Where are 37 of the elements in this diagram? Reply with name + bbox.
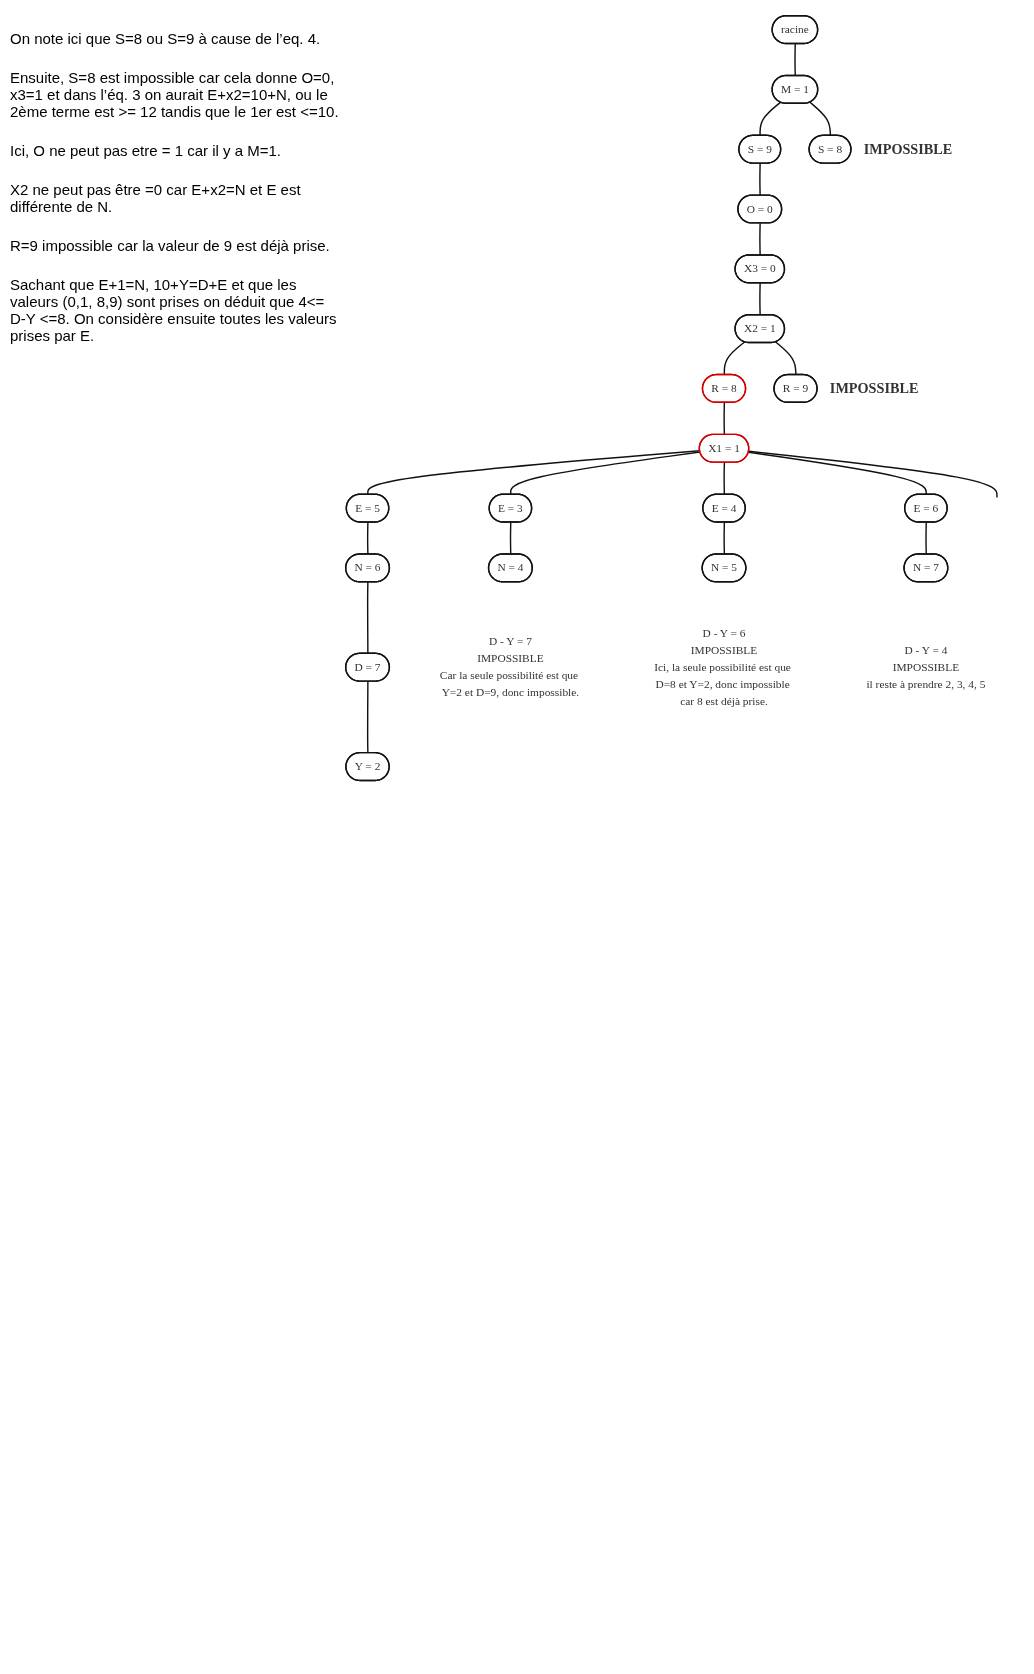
connector: [510, 451, 701, 496]
node-label: IMPOSSIBLE: [477, 652, 544, 665]
node-label: il reste à prendre 2, 3, 4, 5: [866, 677, 986, 690]
node-label: D - Y = 4: [904, 643, 948, 656]
connector: [809, 101, 832, 137]
connector: [509, 521, 512, 556]
note-text: Ensuite, S=8 est impossible car cela donne O=0, x3=1 et dans l’éq. 3 on aurait E+x2=10+N, ou le 2ème terme est >= 12 tandis que le 1er est <=10.: [10, 69, 340, 120]
impossible-label: IMPOSSIBLE: [863, 141, 953, 158]
impossible-label: IMPOSSIBLE: [829, 380, 919, 397]
node-label: Car la seule possibilité est que Y=2 et D=9, donc impossible.: [439, 669, 580, 699]
connector: [367, 449, 701, 496]
connector: [775, 341, 797, 376]
connector: [748, 450, 998, 499]
note-text: R=9 impossible car la valeur de 9 est déjà prise.: [10, 237, 331, 254]
connector: [366, 680, 369, 754]
connector: [366, 581, 369, 655]
connector: [759, 222, 761, 256]
connector: [759, 101, 782, 137]
connector: [747, 451, 927, 496]
connector: [723, 521, 726, 556]
connector: [794, 43, 796, 77]
connector: [759, 282, 761, 316]
connector: [925, 521, 927, 556]
note-text: Ici, O ne peut pas etre = 1 car il y a M=1.: [10, 142, 282, 159]
connector: [723, 461, 726, 496]
node-label: IMPOSSIBLE: [690, 643, 758, 656]
connector: [723, 402, 726, 436]
note-text: X2 ne peut pas être =0 car E+x2=N et E est différente de N.: [10, 181, 302, 215]
node-label: IMPOSSIBLE: [892, 660, 960, 673]
connector: [759, 162, 761, 197]
node-label: Ici, la seule possibilité est que D=8 et Y=2, donc impossible car 8 est déjà prise.: [654, 660, 791, 708]
note-text: Sachant que E+1=N, 10+Y=D+E et que les valeurs (0,1, 8,9) sont prises on déduit que 4<= D-Y <=8. On considère ensuite toutes les valeurs prises par E.: [10, 276, 338, 344]
node-label: D - Y = 6: [702, 626, 746, 639]
note-text: On note ici que S=8 ou S=9 à cause de l’eq. 4.: [10, 30, 322, 47]
node-label: D - Y = 7: [488, 635, 532, 648]
connector: [366, 521, 369, 556]
connector: [723, 341, 746, 376]
